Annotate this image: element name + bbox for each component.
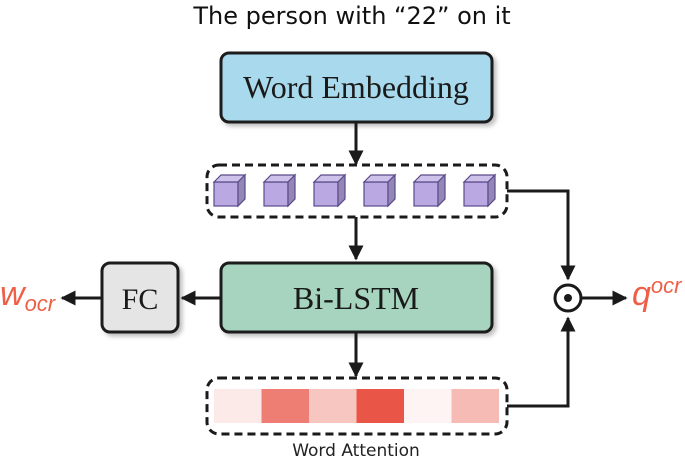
w-ocr-subscript: ocr: [25, 291, 57, 316]
elementwise-product-dot: [564, 294, 572, 302]
embedding-vectors: [212, 173, 497, 208]
embedding-vector-cube: [462, 173, 497, 208]
w-ocr-label: wocr: [0, 275, 57, 316]
embedding-vectors-container: [205, 163, 509, 219]
attention-weight-cell: [356, 389, 404, 423]
q-ocr-label: qocr: [632, 273, 683, 313]
fc-label: FC: [122, 283, 159, 316]
bi-lstm-label: Bi-LSTM: [293, 280, 419, 316]
q-ocr-main: q: [632, 275, 651, 313]
attention-weight-cell: [261, 389, 309, 423]
attention-weight-cell: [451, 389, 499, 423]
attention-weight-cell: [214, 389, 262, 423]
diagram-title: The person with “22” on it: [192, 2, 510, 30]
w-ocr-main: w: [0, 275, 27, 313]
embedding-vector-cube: [412, 173, 447, 208]
embedding-vector-cube: [262, 173, 297, 208]
attention-weight-cell: [309, 389, 357, 423]
arrow-vectors-to-product: [507, 189, 576, 281]
word-attention-weights: [214, 389, 499, 423]
embedding-vector-cube: [212, 173, 247, 208]
word-attention-caption: Word Attention: [292, 441, 420, 460]
embedding-vector-cube: [312, 173, 347, 208]
word-embedding-label: Word Embedding: [243, 69, 469, 105]
q-ocr-superscript: ocr: [651, 273, 683, 298]
attention-weight-cell: [404, 389, 452, 423]
embedding-vector-cube: [362, 173, 397, 208]
arrow-attention-to-product: [507, 316, 576, 408]
